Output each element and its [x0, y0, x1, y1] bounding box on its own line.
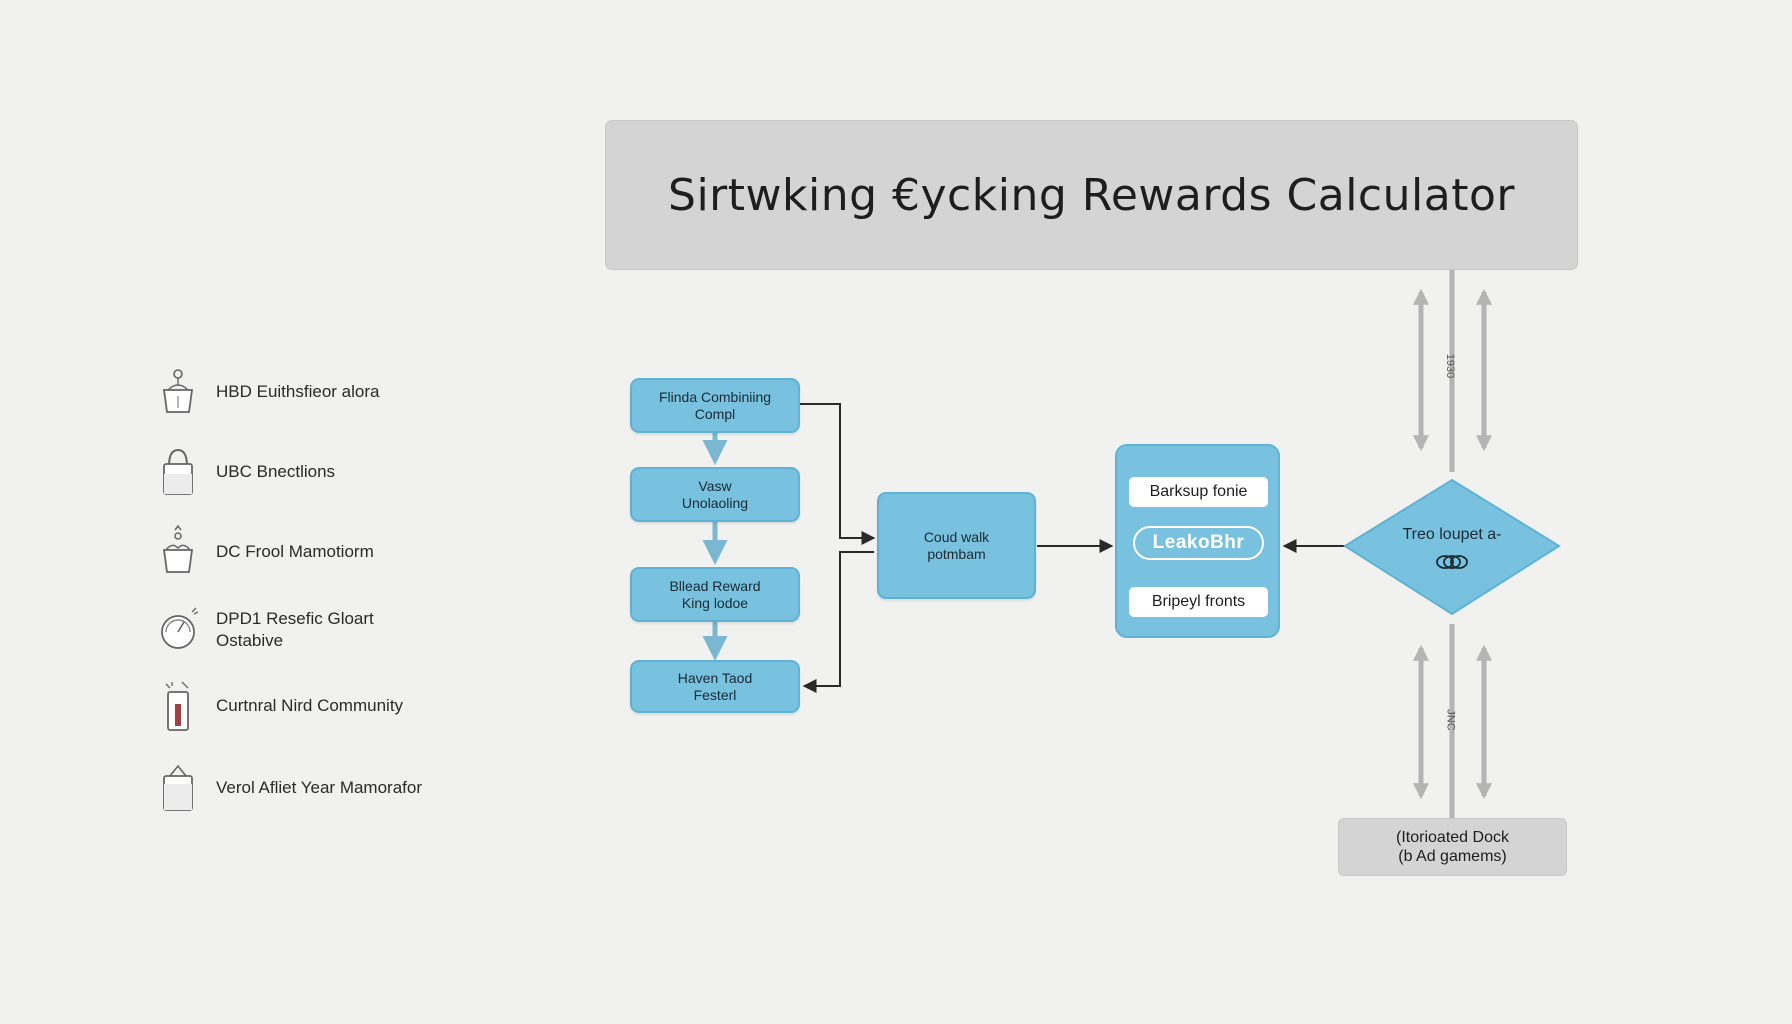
diagram-title: Sirtwking €ycking Rewards Calculator: [668, 169, 1515, 221]
basket-icon: [158, 360, 198, 424]
gauge-icon: [158, 598, 198, 662]
bottom-box-line-1: (Itorioated Dock: [1396, 829, 1509, 846]
legend-item: DC Frool Mamotiorm: [158, 520, 518, 584]
flow-step-4: Haven Taod Festerl: [630, 660, 800, 713]
chip-label: Bripeyl fronts: [1151, 593, 1246, 610]
coins-icon: [1436, 555, 1468, 569]
legend-item: HBD Euithsfieor alora: [158, 360, 518, 424]
badge-label: LeakoBhr: [1152, 532, 1245, 553]
legend-label: Verol Afliet Year Mamorafor: [216, 778, 423, 797]
legend-label: DPD1 Resefic Gloart Ostabive: [216, 609, 374, 650]
legend-item: Curtnral Nird Community: [158, 674, 518, 738]
flow-step-label: Haven Taod Festerl: [677, 669, 753, 703]
bottom-box-line-2: (b Ad gamems): [1398, 848, 1507, 865]
legend-label: UBC Bnectlions: [216, 462, 336, 481]
output-group-box: Barksup fonie LeakoBhr Bripeyl fronts: [1115, 444, 1280, 638]
flow-step-1: Flinda Combiniing Compl: [630, 378, 800, 433]
flow-step-2: Vasw Unolaoling: [630, 467, 800, 522]
flow-step-label: Vasw Unolaoling: [681, 477, 749, 511]
jar-icon: [158, 674, 198, 738]
connector-central-step4: [802, 551, 874, 693]
bottom-storage-box: (Itorioated Dock (b Ad gamems): [1338, 818, 1567, 876]
bag-icon: [158, 440, 198, 504]
decision-label: Treo loupet a-: [1402, 526, 1502, 543]
legend-item: Verol Afliet Year Mamorafor: [158, 756, 518, 820]
central-process-label: Coud walk potmbam: [923, 528, 990, 562]
flow-step-label: Bllead Reward King lodoe: [669, 577, 761, 611]
title-bar: Sirtwking €ycking Rewards Calculator: [605, 120, 1578, 270]
box-icon: [158, 756, 198, 820]
flow-step-label: Flinda Combiniing Compl: [658, 388, 772, 422]
legend-item: DPD1 Resefic Gloart Ostabive: [158, 598, 518, 662]
output-badge: LeakoBhr: [1133, 526, 1264, 560]
legend-item: UBC Bnectlions: [158, 440, 518, 504]
legend-label: DC Frool Mamotiorm: [216, 542, 374, 561]
basket-icon: [158, 520, 198, 584]
decision-diamond: [1343, 478, 1561, 616]
upper-axis-label: 1930: [1444, 353, 1457, 379]
legend-label: Curtnral Nird Community: [216, 696, 404, 715]
legend-label: HBD Euithsfieor alora: [216, 382, 380, 401]
flow-step-3: Bllead Reward King lodoe: [630, 567, 800, 622]
output-chip-top: Barksup fonie: [1129, 477, 1268, 507]
central-process-box: Coud walk potmbam: [877, 492, 1036, 599]
chip-label: Barksup fonie: [1149, 483, 1248, 500]
connector-step1-central: [800, 403, 876, 545]
output-chip-bottom: Bripeyl fronts: [1129, 587, 1268, 617]
lower-axis-label: JNC: [1444, 709, 1457, 731]
